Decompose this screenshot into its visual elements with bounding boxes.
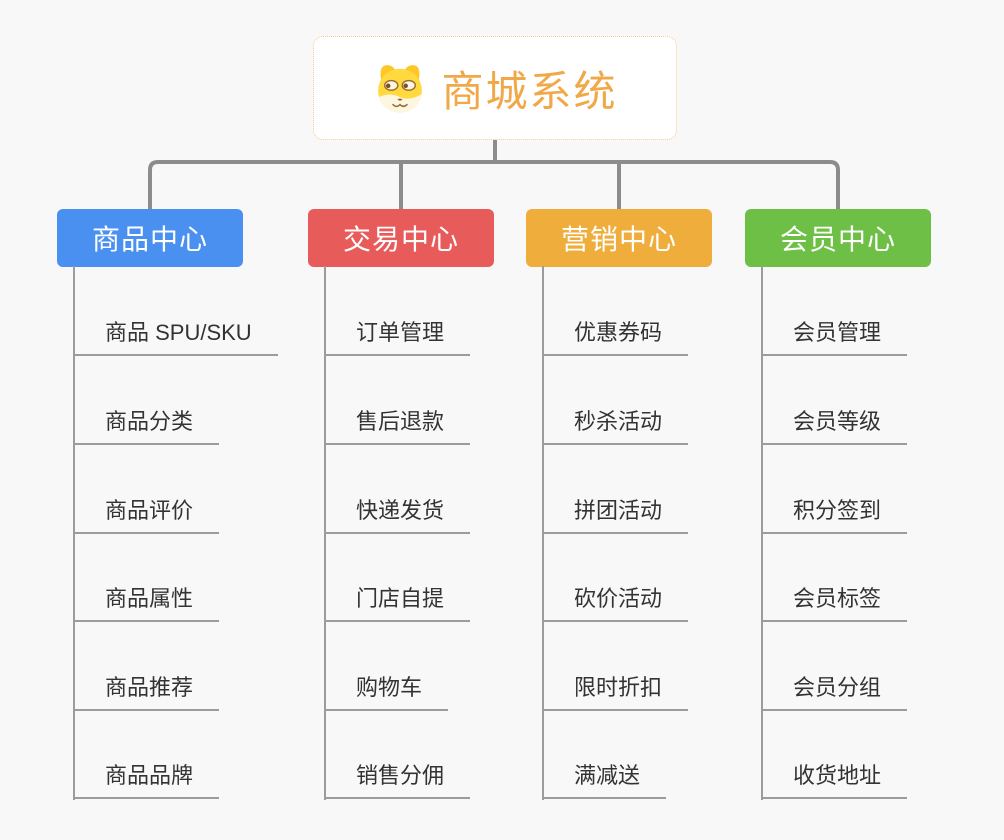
branch-label: 营销中心 [560,224,677,255]
branch-node-member-center[interactable]: 会员中心 [745,209,931,267]
leaf-node[interactable]: 拼团活动 [542,494,689,534]
leaf-node[interactable]: 会员等级 [761,405,908,445]
leaf-node[interactable]: 商品品牌 [73,759,220,799]
leaf-node[interactable]: 商品分类 [73,405,220,445]
leaf-node[interactable]: 商品属性 [73,582,220,622]
leaf-node[interactable]: 售后退款 [324,405,471,445]
branch-node-product-center[interactable]: 商品中心 [57,209,243,267]
leaf-node[interactable]: 快递发货 [324,494,471,534]
branch-label: 交易中心 [342,224,459,255]
leaf-node[interactable]: 会员管理 [761,316,908,356]
branch-label: 会员中心 [779,224,896,255]
leaf-node[interactable]: 购物车 [324,671,449,711]
leaf-node[interactable]: 销售分佣 [324,759,471,799]
leaf-node[interactable]: 商品评价 [73,494,220,534]
branch-bus-connector [148,160,840,210]
leaf-node[interactable]: 满减送 [542,759,667,799]
leaf-node[interactable]: 砍价活动 [542,582,689,622]
leaf-node[interactable]: 会员标签 [761,582,908,622]
leaf-node[interactable]: 秒杀活动 [542,405,689,445]
leaf-node[interactable]: 门店自提 [324,582,471,622]
leaf-node[interactable]: 积分签到 [761,494,908,534]
branch-node-trade-center[interactable]: 交易中心 [308,209,494,267]
leaf-node[interactable]: 收货地址 [761,759,908,799]
root-node[interactable]: 商城系统 [313,36,677,140]
root-node-title: 商城系统 [441,67,618,115]
leaf-node[interactable]: 会员分组 [761,671,908,711]
leaf-node[interactable]: 商品 SPU/SKU [73,316,278,356]
leaf-node[interactable]: 优惠券码 [542,316,689,356]
dog-face-icon [378,65,423,113]
leaf-node[interactable]: 限时折扣 [542,671,689,711]
branch-label: 商品中心 [91,224,208,255]
leaf-node[interactable]: 商品推荐 [73,671,220,711]
leaf-node[interactable]: 订单管理 [324,316,471,356]
branch-node-marketing-center[interactable]: 营销中心 [526,209,712,267]
